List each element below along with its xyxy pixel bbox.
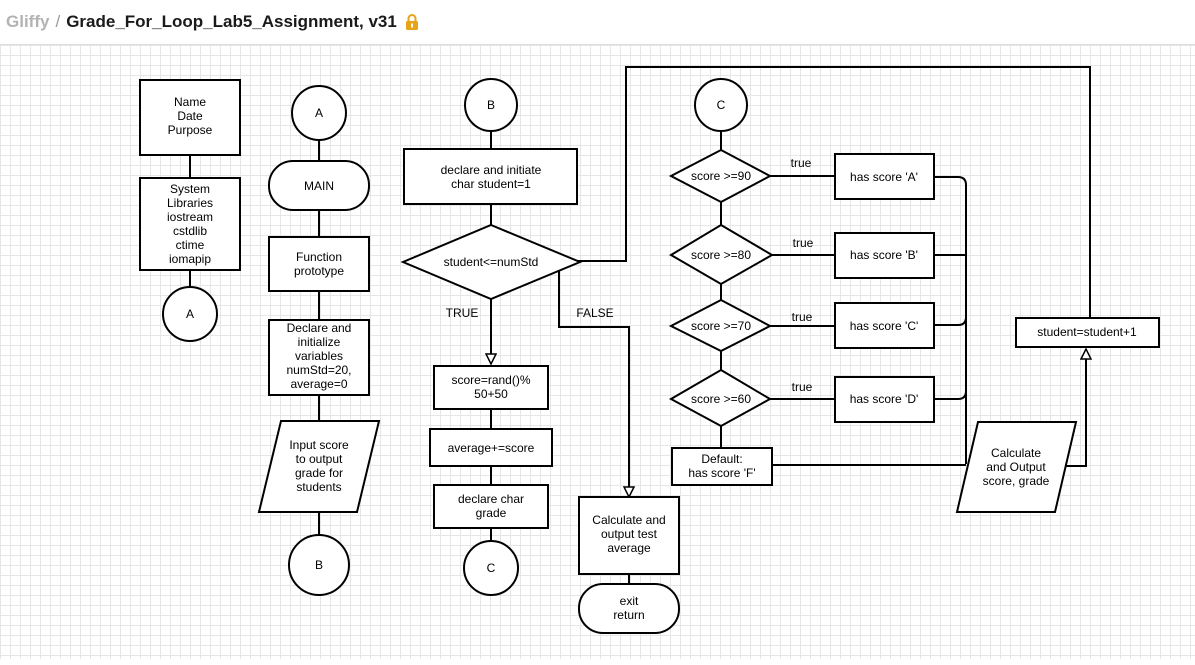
average-update-label: average+=score [448, 441, 535, 455]
libraries-line: System [170, 182, 210, 196]
default-line: Default: [701, 452, 742, 466]
condition-label: score >=80 [691, 248, 751, 262]
app-header: Gliffy / Grade_For_Loop_Lab5_Assignment,… [0, 0, 1195, 44]
calc-average-line: Calculate and [592, 513, 665, 527]
output-line: and Output [986, 460, 1046, 474]
input-line: to output [296, 452, 343, 466]
libraries-line: Libraries [167, 196, 213, 210]
lock-icon[interactable] [405, 14, 419, 30]
breadcrumb-separator: / [55, 12, 61, 31]
connector-c-circle[interactable] [694, 78, 748, 132]
result-label-a: has score 'A' [850, 170, 918, 184]
connector-label: A [315, 106, 323, 120]
input-parallelogram[interactable] [257, 420, 381, 513]
true-label: true [793, 236, 814, 250]
condition-label: score >=70 [691, 319, 751, 333]
condition-label: score >=90 [691, 169, 751, 183]
libraries-line: iomapip [169, 252, 211, 266]
condition-diamond-90[interactable] [668, 148, 773, 204]
output-line: score, grade [983, 474, 1050, 488]
score-calc-line: score=rand()% [451, 373, 530, 387]
connector-a-circle[interactable] [291, 85, 347, 141]
declare-grade-line: grade [476, 506, 507, 520]
declare-student-line: char student=1 [451, 177, 531, 191]
declare-variables-line: initialize [298, 335, 341, 349]
declare-student-box[interactable] [403, 148, 578, 205]
connector-c-circle[interactable] [463, 540, 519, 596]
prototype-box[interactable] [268, 236, 370, 292]
diagram-canvas[interactable]: Name Date Purpose System Libraries iostr… [0, 44, 1195, 659]
declare-variables-line: average=0 [290, 377, 347, 391]
declare-grade-box[interactable] [433, 484, 549, 529]
declare-variables-line: Declare and [287, 321, 352, 335]
loop-condition-label: student<=numStd [444, 255, 539, 269]
connector-label: A [186, 307, 194, 321]
declare-grade-line: declare char [458, 492, 524, 506]
header-comment-line: Date [177, 109, 203, 123]
header-comment-line: Name [174, 95, 206, 109]
libraries-line: iostream [167, 210, 213, 224]
true-label: true [791, 156, 812, 170]
default-line: has score 'F' [688, 466, 755, 480]
connector-label: B [315, 558, 323, 572]
increment-label: student=student+1 [1037, 325, 1137, 339]
condition-diamond-70[interactable] [668, 298, 773, 353]
calc-average-line: output test [601, 527, 658, 541]
condition-diamond-80[interactable] [669, 223, 774, 286]
true-label: true [792, 310, 813, 324]
connector-label: B [487, 98, 495, 112]
calc-average-box[interactable] [578, 496, 680, 575]
result-label-d: has score 'D' [850, 392, 919, 406]
false-branch-label: FALSE [576, 306, 613, 320]
default-box[interactable] [671, 447, 773, 486]
exit-terminal[interactable] [578, 583, 680, 634]
loop-decision-diamond[interactable] [400, 223, 583, 301]
declare-variables-line: variables [295, 349, 343, 363]
connector-lines [189, 66, 1090, 584]
declare-variables-box[interactable] [268, 319, 370, 396]
connector-b-circle[interactable] [288, 534, 350, 596]
score-calc-box[interactable] [433, 365, 549, 410]
result-label-c: has score 'C' [850, 319, 919, 333]
result-box-b[interactable] [834, 232, 935, 279]
connector-b-circle[interactable] [464, 78, 518, 132]
input-line: students [296, 480, 341, 494]
true-label: true [792, 380, 813, 394]
brand-logo[interactable]: Gliffy [6, 12, 50, 31]
document-title[interactable]: Grade_For_Loop_Lab5_Assignment, v31 [66, 12, 397, 31]
header-comment-line: Purpose [168, 123, 213, 137]
header-comment-box[interactable] [139, 79, 241, 156]
condition-diamond-60[interactable] [668, 368, 773, 428]
libraries-line: ctime [176, 238, 205, 252]
true-branch-label: TRUE [446, 306, 479, 320]
score-calc-line: 50+50 [474, 387, 508, 401]
increment-box[interactable] [1015, 317, 1160, 348]
input-line: grade for [295, 466, 343, 480]
flowchart[interactable]: Name Date Purpose System Libraries iostr… [0, 45, 1195, 660]
prototype-line: prototype [294, 264, 344, 278]
input-line: Input score [289, 438, 349, 452]
output-line: Calculate [991, 446, 1041, 460]
result-box-d[interactable] [834, 376, 935, 423]
libraries-line: cstdlib [173, 224, 207, 238]
prototype-line: Function [296, 250, 342, 264]
average-update-box[interactable] [429, 428, 553, 467]
output-parallelogram[interactable] [955, 421, 1078, 513]
result-box-c[interactable] [834, 302, 935, 349]
result-label-b: has score 'B' [850, 248, 918, 262]
connector-label: C [717, 98, 726, 112]
libraries-box[interactable] [139, 177, 241, 271]
connector-label: C [487, 561, 496, 575]
main-label: MAIN [304, 179, 334, 193]
main-terminal[interactable] [268, 160, 370, 211]
condition-label: score >=60 [691, 392, 751, 406]
exit-line: return [613, 608, 644, 622]
declare-student-line: declare and initiate [441, 163, 542, 177]
result-box-a[interactable] [834, 153, 935, 200]
calc-average-line: average [607, 541, 651, 555]
exit-line: exit [620, 594, 639, 608]
declare-variables-line: numStd=20, [286, 363, 351, 377]
connector-a-circle[interactable] [162, 286, 218, 342]
